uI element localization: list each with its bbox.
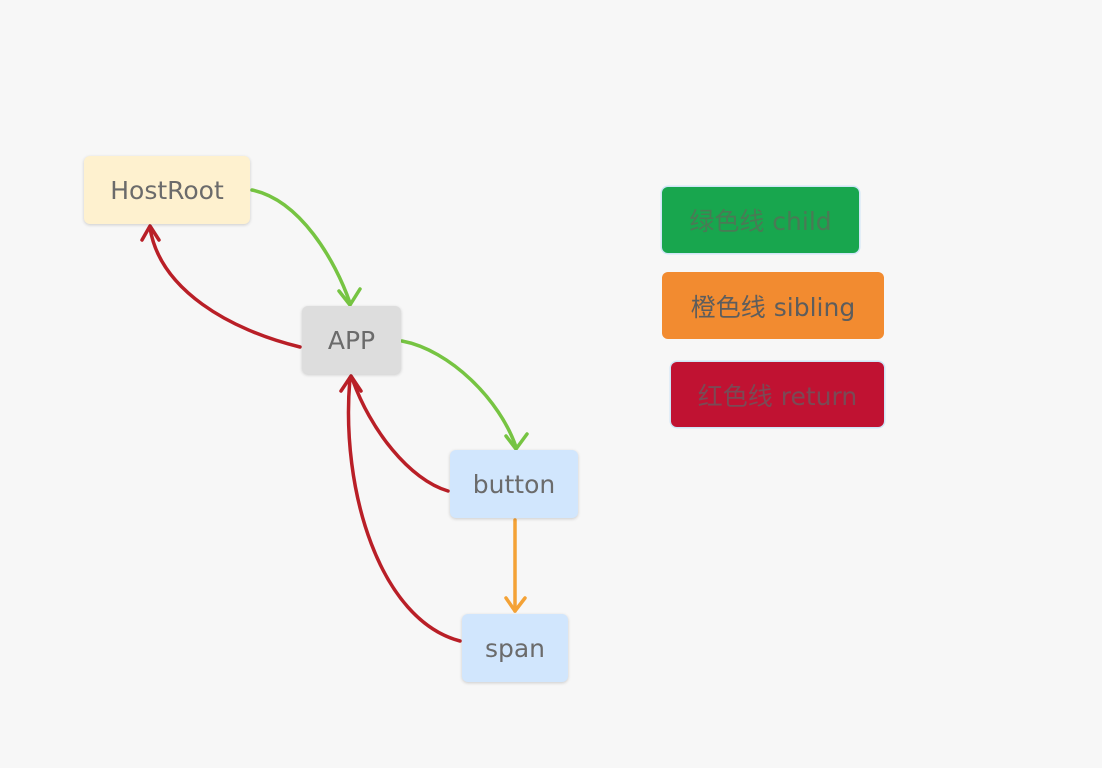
legend-child: 绿色线 child: [662, 187, 859, 253]
node-hostroot: HostRoot: [84, 156, 250, 224]
edge-button-to-app: [350, 376, 450, 493]
arrowhead-button-to-span: [504, 596, 527, 613]
legend-return: 红色线 return: [671, 362, 884, 427]
edge-span-to-app: [346, 376, 462, 643]
arrowhead-into-app: [339, 374, 363, 393]
edge-app-to-hostroot: [148, 226, 302, 349]
legend-sibling: 橙色线 sibling: [662, 272, 884, 339]
node-span: span: [462, 614, 568, 682]
arrowhead-hostroot-to-app: [337, 287, 362, 307]
arrowhead-app-to-hostroot: [140, 224, 161, 242]
node-button: button: [450, 450, 578, 518]
arrowhead-app-to-button: [504, 432, 529, 451]
edge-hostroot-to-app: [250, 188, 352, 305]
edge-app-to-button: [400, 339, 518, 449]
node-app: APP: [302, 306, 401, 374]
